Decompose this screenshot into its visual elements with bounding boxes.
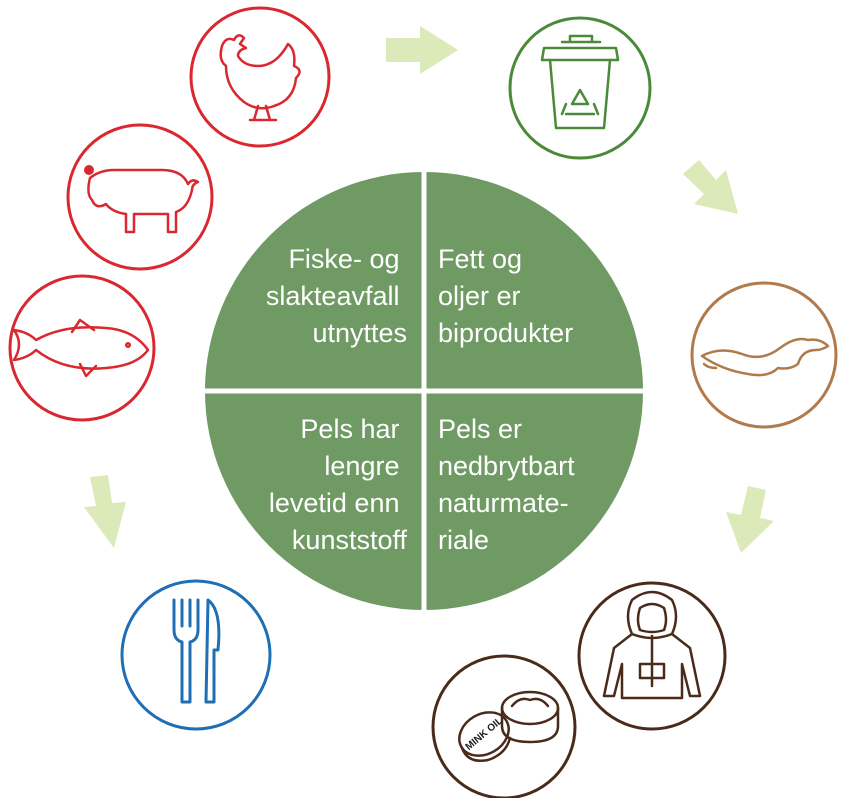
fish-circle [8,274,156,422]
chicken-icon [219,34,301,122]
cutlery-circle [120,579,272,731]
recycle-bin-circle [508,16,652,160]
mink-oil-node: MINK OIL [431,654,577,798]
arrow-down-right-upper [683,160,738,214]
pig-node [66,123,214,271]
recycle-bin-icon [540,34,620,130]
flow-arrows [84,26,774,553]
chicken-node [189,6,331,148]
quadrant-top-right: Fett og oljer er biprodukter [438,244,573,348]
pig-snout-dot [84,165,94,175]
arrow-down-right-lower [726,486,774,553]
quadrant-top-left: Fiske- og slakteavfall utnyttes [266,244,407,348]
cutlery-node [120,579,272,731]
mink-node [690,281,838,429]
pig-icon [87,168,200,234]
quadrant-bottom-right: Pels er nedbrytbart naturmate- riale [438,414,582,555]
jacket-node [577,581,727,731]
mink-oil-circle [431,654,577,798]
quadrant-bottom-left: Pels har lengre levetid enn kunststoff [269,414,408,555]
central-circle: Fiske- og slakteavfall utnyttes Fett og … [205,172,643,610]
chicken-circle [189,6,331,148]
arrow-down-left [84,475,126,548]
fish-icon [12,318,150,378]
recycle-bin-node [508,16,652,160]
fish-node [8,274,156,422]
fur-jacket-icon [602,590,702,700]
mink-icon [700,337,830,377]
arrow-right-top [386,26,458,74]
fork-knife-icon [172,598,221,704]
mink-oil-jar-icon [458,690,560,762]
